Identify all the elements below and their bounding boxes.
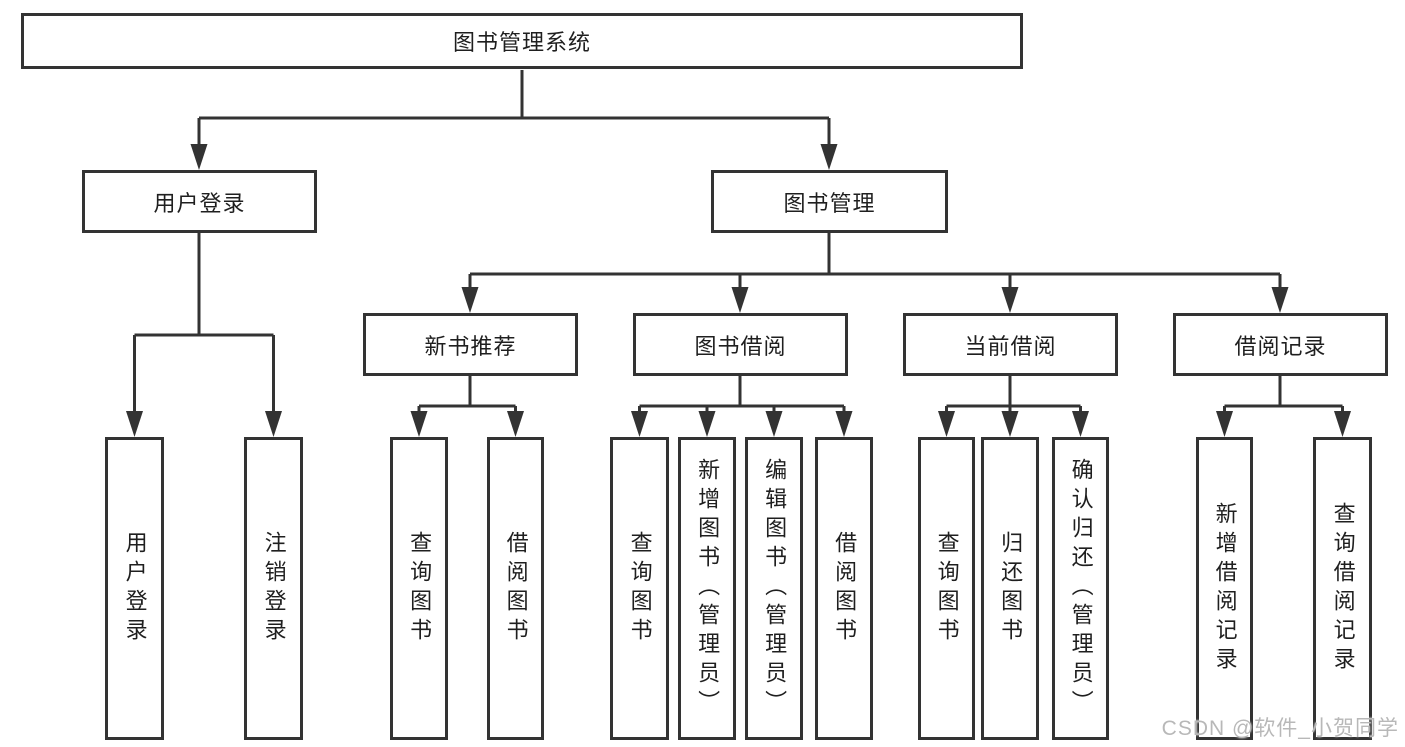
- leaf-label: 确认归还（管理员）: [1068, 458, 1094, 719]
- leaf-label: 借阅图书: [832, 530, 858, 647]
- leaf-user-login: 用户登录: [105, 437, 164, 740]
- leaf-query-books-borrowing: 查询图书: [610, 437, 669, 740]
- node-new-book-recommend: 新书推荐: [363, 313, 578, 376]
- leaf-add-books-admin: 新增图书（管理员）: [678, 437, 736, 740]
- leaf-label: 新增借阅记录: [1212, 501, 1238, 676]
- node-user-login: 用户登录: [82, 170, 317, 233]
- leaf-label: 查询图书: [627, 530, 653, 647]
- node-borrowing-records: 借阅记录: [1173, 313, 1388, 376]
- leaf-label: 新增图书（管理员）: [695, 458, 721, 719]
- leaf-query-borrow-record: 查询借阅记录: [1313, 437, 1372, 740]
- leaf-query-books-current: 查询图书: [918, 437, 975, 740]
- leaf-label: 查询借阅记录: [1330, 501, 1356, 676]
- leaf-label: 查询图书: [934, 530, 960, 647]
- node-book-management: 图书管理: [711, 170, 948, 233]
- leaf-return-books: 归还图书: [981, 437, 1039, 740]
- leaf-borrow-books-recommend: 借阅图书: [487, 437, 544, 740]
- watermark: CSDN @软件_小贺同学: [1161, 717, 1399, 740]
- leaf-label: 借阅图书: [503, 530, 529, 647]
- leaf-label: 编辑图书（管理员）: [762, 458, 788, 719]
- leaf-logout: 注销登录: [244, 437, 303, 740]
- leaf-label: 注销登录: [261, 530, 287, 647]
- leaf-confirm-return-admin: 确认归还（管理员）: [1052, 437, 1109, 740]
- leaf-borrow-books-borrowing: 借阅图书: [815, 437, 873, 740]
- leaf-label: 归还图书: [998, 530, 1024, 647]
- node-current-borrowing: 当前借阅: [903, 313, 1118, 376]
- leaf-add-borrow-record: 新增借阅记录: [1196, 437, 1253, 740]
- leaf-edit-books-admin: 编辑图书（管理员）: [745, 437, 803, 740]
- leaf-query-books-recommend: 查询图书: [390, 437, 448, 740]
- leaf-label: 查询图书: [407, 530, 433, 647]
- node-book-borrowing: 图书借阅: [633, 313, 848, 376]
- node-library-management-system: 图书管理系统: [21, 13, 1023, 69]
- leaf-label: 用户登录: [122, 530, 148, 647]
